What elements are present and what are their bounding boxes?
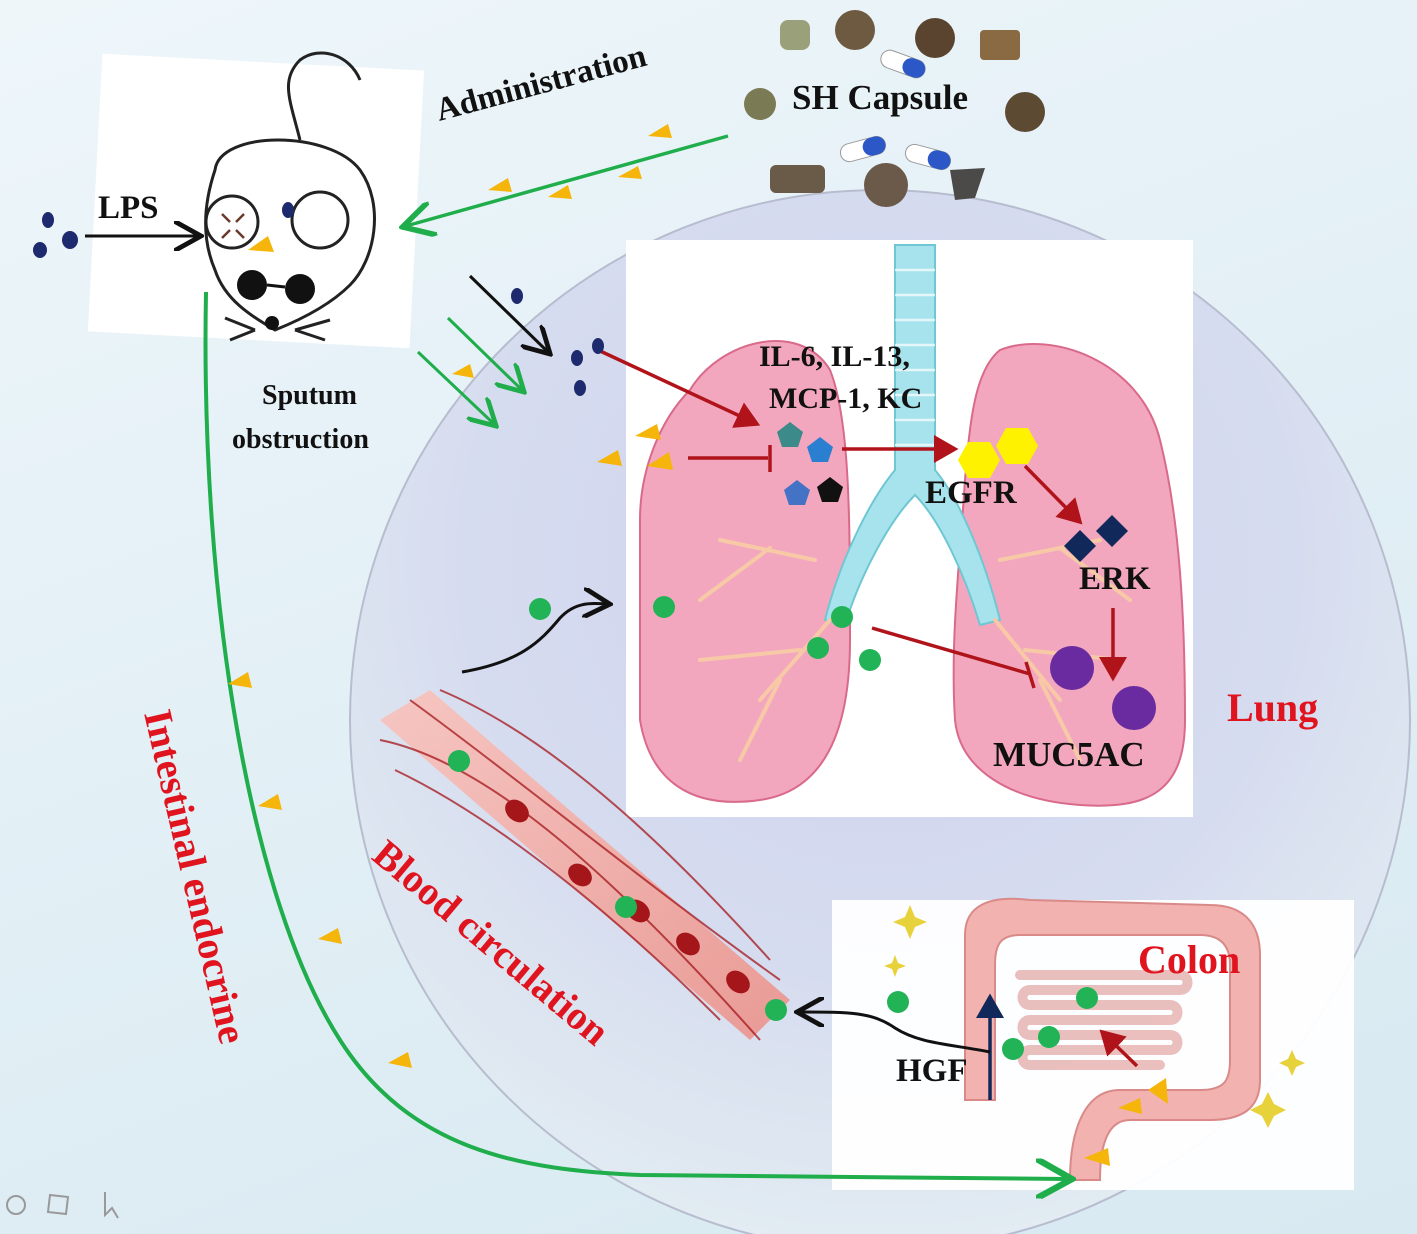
hgf-dot-transit — [529, 598, 551, 620]
left-lung — [639, 340, 852, 803]
herb-icon — [1005, 92, 1045, 132]
colon-illustration — [884, 897, 1305, 1181]
distress-mark — [221, 213, 245, 239]
drug-to-lung-arrow-2 — [416, 350, 494, 424]
egfr-markers — [958, 428, 1038, 478]
erk-markers — [1064, 515, 1128, 562]
drug-to-lung-arrow-1 — [446, 316, 522, 390]
colon-to-blood-arrow — [800, 1012, 991, 1054]
muc5ac-label: MUC5AC — [993, 735, 1145, 774]
drug-triangles-intestinal — [228, 672, 412, 1068]
sh-capsule-label: SH Capsule — [792, 78, 969, 117]
lps-particles — [33, 212, 78, 258]
cytokines-label-line2: MCP-1, KC — [769, 382, 923, 415]
mouse-panel — [87, 51, 425, 349]
cursor-tool-icons — [6, 1192, 119, 1219]
herb-icon — [744, 88, 776, 120]
herb-icon — [835, 10, 875, 50]
intestinal-endocrine-arrow — [203, 291, 1068, 1179]
mouse-drug-triangle — [248, 236, 274, 252]
herb-icon — [980, 30, 1020, 60]
herb-icon — [915, 18, 955, 58]
drug-triangles-lung — [452, 364, 673, 470]
herb-icon — [770, 165, 825, 193]
hgf-inhibits-muc5ac — [871, 626, 1036, 689]
trachea — [823, 244, 1002, 627]
mouse-eye-right — [285, 274, 315, 304]
drug-inhibits-cytokines — [688, 445, 772, 472]
drug-triangles-administration — [488, 124, 672, 199]
sh-capsule-ingredients — [744, 10, 1045, 207]
colon-label: Colon — [1138, 937, 1241, 982]
lps-particles-lung — [511, 288, 604, 396]
sputum-label: Sputum — [262, 380, 357, 411]
herb-icon — [864, 163, 908, 207]
obstruction-label: obstruction — [232, 424, 369, 455]
capsule-icon — [880, 49, 926, 79]
lps-label: LPS — [98, 190, 159, 226]
lps-dot — [282, 202, 294, 218]
lung-label: Lung — [1227, 685, 1319, 730]
egfr-label: EGFR — [925, 475, 1017, 511]
hgf-label: HGF — [896, 1053, 968, 1089]
cytokines-label-line1: IL-6, IL-13, — [759, 340, 910, 373]
drug-to-colon-cells-arrow — [1099, 1029, 1139, 1068]
capsule-icon — [904, 143, 952, 171]
herb-icon — [950, 168, 985, 200]
sparkle-icon — [884, 905, 1305, 1128]
blood-vessel — [379, 689, 790, 1041]
lps-to-cytokines-arrow — [597, 348, 761, 428]
mouse-eye-left — [237, 270, 267, 300]
blood-to-lung-arrow — [461, 604, 607, 674]
muc5ac-markers — [1050, 646, 1156, 730]
egfr-to-erk-arrow — [1023, 464, 1083, 525]
capsule-icon — [839, 135, 887, 163]
erk-label: ERK — [1079, 561, 1151, 597]
cytokine-markers — [777, 422, 843, 505]
lps-to-lung-arrow — [468, 274, 548, 352]
administration-arrow — [406, 134, 729, 226]
hgf-dots-lung — [653, 596, 881, 671]
